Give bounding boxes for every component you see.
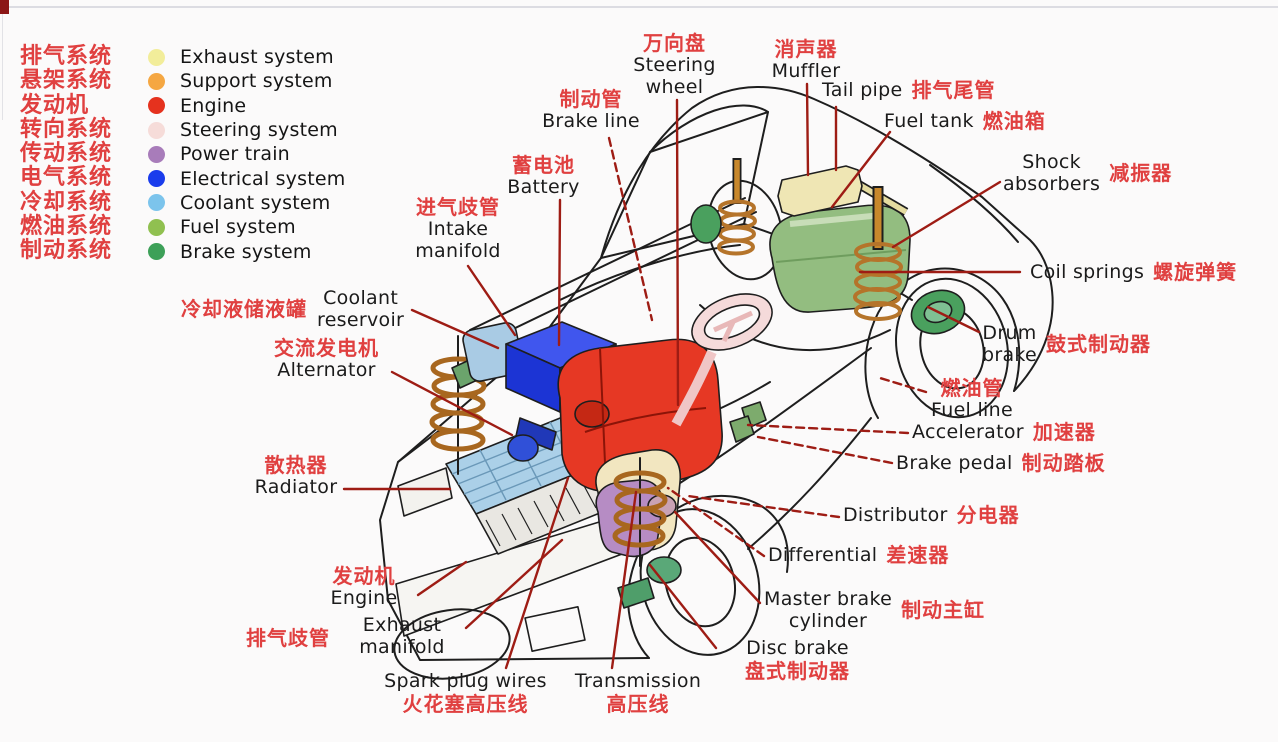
label-accelerator: Accelerator 加速器	[912, 420, 1096, 444]
label-tail-pipe: Tail pipe 排气尾管	[822, 78, 996, 102]
legend-swatch-support-icon	[148, 72, 165, 90]
label-spark-plug-wires: Spark plug wires 火花塞高压线	[384, 670, 547, 716]
label-alternator: 交流发电机 Alternator	[274, 336, 379, 381]
legend-item-steering: Steering system	[148, 118, 345, 142]
legend-zh-coolant: 冷却系统	[20, 189, 113, 215]
front-right-suspension	[612, 457, 682, 609]
legend-item-engine: Engine	[148, 94, 345, 118]
legend-zh-electrical: 电气系统	[20, 165, 113, 191]
legend-label: Fuel system	[180, 216, 296, 239]
legend-item-coolant: Coolant system	[148, 191, 345, 215]
intake-manifold-part	[507, 417, 557, 462]
label-master-brake-cylinder: Master brake cylinder 制动主缸	[764, 588, 986, 632]
legend-label: Power train	[180, 143, 290, 166]
steering-assembly	[671, 293, 773, 443]
engine-part	[557, 338, 723, 493]
label-exhaust-manifold-zh: 排气歧管	[246, 626, 330, 650]
label-transmission: Transmission 高压线	[574, 670, 702, 716]
legend-item-brake: Brake system	[148, 239, 345, 263]
legend-zh-brake: 制动系统	[20, 238, 113, 264]
label-coolant-reservoir: 冷却液储液罐 Coolant reservoir	[181, 287, 405, 331]
label-differential: Differential 差速器	[768, 543, 950, 567]
label-engine: 发动机 Engine	[330, 564, 398, 609]
label-shock-absorbers: Shock absorbers 减振器	[1003, 151, 1173, 195]
legend-swatch-engine-icon	[148, 97, 165, 115]
corner-mark	[0, 0, 9, 14]
legend-chinese-column: 排气系统 悬架系统 发动机 转向系统 传动系统 电气系统 冷却系统 燃油系统 制…	[20, 44, 113, 264]
legend-zh-fuel: 燃油系统	[20, 214, 113, 240]
legend-item-support: Support system	[148, 69, 345, 93]
label-steering-wheel: 万向盘 Steering wheel	[633, 31, 716, 98]
label-distributor: Distributor 分电器	[843, 503, 1020, 527]
legend: Exhaust system Support system Engine Ste…	[148, 45, 345, 264]
label-brake-line: 制动管 Brake line	[542, 87, 640, 132]
legend-label: Support system	[180, 70, 333, 93]
label-drum-brake: Drum brake 鼓式制动器	[982, 322, 1152, 366]
legend-label: Electrical system	[180, 167, 346, 190]
legend-item-powertrain: Power train	[148, 142, 345, 166]
legend-item-fuel: Fuel system	[148, 215, 345, 239]
label-intake-manifold: 进气歧管 Intake manifold	[415, 195, 501, 262]
label-fuel-line: 燃油管 Fuel line	[931, 376, 1013, 421]
leader-lines	[342, 82, 1022, 670]
label-muffler: 消声器 Muffler	[771, 37, 841, 82]
legend-zh-powertrain: 传动系统	[20, 141, 113, 167]
label-exhaust-manifold: Exhaust manifold	[359, 614, 445, 658]
legend-swatch-coolant-icon	[148, 194, 165, 212]
legend-swatch-brake-icon	[148, 243, 165, 261]
car-body-outline	[379, 86, 1054, 661]
label-coil-springs: Coil springs 螺旋弹簧	[1030, 260, 1238, 284]
legend-label: Coolant system	[180, 191, 331, 214]
legend-zh-steering: 转向系统	[20, 116, 113, 142]
label-radiator: 散热器 Radiator	[254, 453, 338, 498]
label-battery: 蓄电池 Battery	[507, 153, 580, 198]
legend-swatch-powertrain-icon	[148, 145, 165, 163]
label-brake-pedal: Brake pedal 制动踏板	[896, 451, 1106, 475]
left-edge-line	[2, 0, 3, 120]
legend-zh-support: 悬架系统	[20, 68, 113, 94]
legend-item-exhaust: Exhaust system	[148, 45, 345, 69]
legend-swatch-electrical-icon	[148, 170, 165, 188]
label-disc-brake: Disc brake 盘式制动器	[745, 637, 850, 683]
legend-item-electrical: Electrical system	[148, 166, 345, 190]
legend-label: Brake system	[180, 240, 312, 263]
legend-swatch-fuel-icon	[148, 218, 165, 236]
legend-zh-exhaust: 排气系统	[20, 44, 113, 69]
legend-label: Steering system	[180, 119, 338, 142]
legend-zh-engine: 发动机	[20, 92, 90, 118]
legend-swatch-steering-icon	[148, 121, 165, 139]
top-edge-line	[0, 6, 1278, 8]
legend-label: Engine	[180, 94, 247, 117]
legend-swatch-exhaust-icon	[148, 48, 165, 66]
label-fuel-tank: Fuel tank 燃油箱	[884, 109, 1046, 133]
legend-label: Exhaust system	[180, 46, 334, 69]
